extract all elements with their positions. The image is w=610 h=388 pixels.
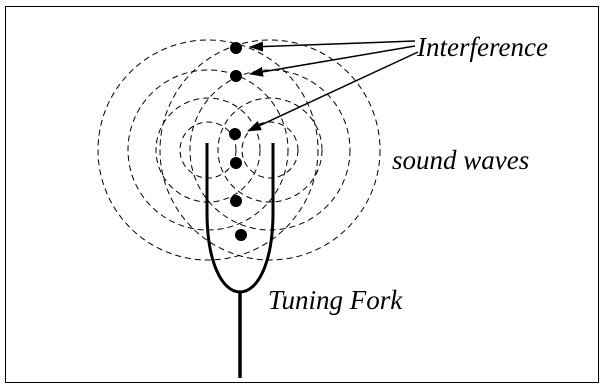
interference-point xyxy=(230,195,242,207)
interference-point xyxy=(235,229,247,241)
arrow-to-point-1 xyxy=(249,40,416,52)
wave-right-medium xyxy=(189,69,351,231)
wave-right-tiny xyxy=(241,121,299,179)
interference-point xyxy=(230,42,242,54)
interference-points xyxy=(229,42,247,241)
wave-left-large xyxy=(97,39,319,261)
arrow-to-point-3 xyxy=(247,51,419,132)
interference-label: Interference xyxy=(417,32,548,62)
arrow-to-point-2 xyxy=(249,45,416,77)
interference-arrows xyxy=(247,40,419,132)
interference-point xyxy=(229,128,241,140)
interference-point xyxy=(230,157,242,169)
interference-point xyxy=(230,70,242,82)
wave-right-large xyxy=(159,39,381,261)
diagram-frame xyxy=(5,6,599,383)
wave-right-small xyxy=(217,97,323,203)
tuning-fork-label: Tuning Fork xyxy=(268,285,403,315)
sound-waves-label: sound waves xyxy=(392,145,530,175)
